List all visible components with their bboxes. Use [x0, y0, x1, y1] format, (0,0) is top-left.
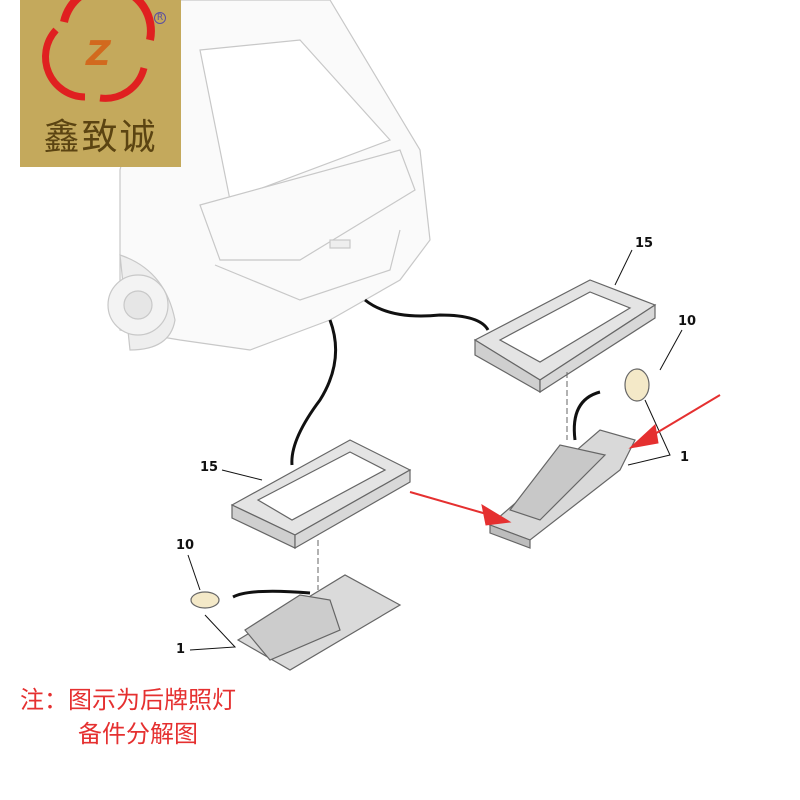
car-rear-illustration [107, 0, 431, 351]
right-lamp-part [488, 368, 650, 549]
callout-10-left: 10 [176, 538, 195, 553]
callout-1-left: 1 [176, 642, 186, 657]
callout-15-right: 15 [635, 236, 654, 251]
logo-mark: Z [86, 34, 111, 74]
left-lamp-part [190, 574, 402, 671]
registered-mark: R [154, 12, 166, 24]
brand-logo: Z R 鑫致诚 [20, 0, 181, 167]
logo-ring-icon [42, 0, 155, 102]
note-line-2: 备件分解图 [78, 720, 198, 748]
callout-leaders [187, 249, 683, 651]
note-line-1: 注：图示为后牌照灯 [20, 686, 236, 714]
brand-name: 鑫致诚 [43, 117, 158, 158]
left-housing-part [230, 439, 412, 550]
leader-cables [232, 298, 601, 599]
red-arrows [409, 394, 721, 526]
callout-1-right: 1 [680, 450, 690, 465]
callout-10-right: 10 [678, 314, 697, 329]
callout-15-left: 15 [200, 460, 219, 475]
right-housing-part [473, 279, 657, 394]
